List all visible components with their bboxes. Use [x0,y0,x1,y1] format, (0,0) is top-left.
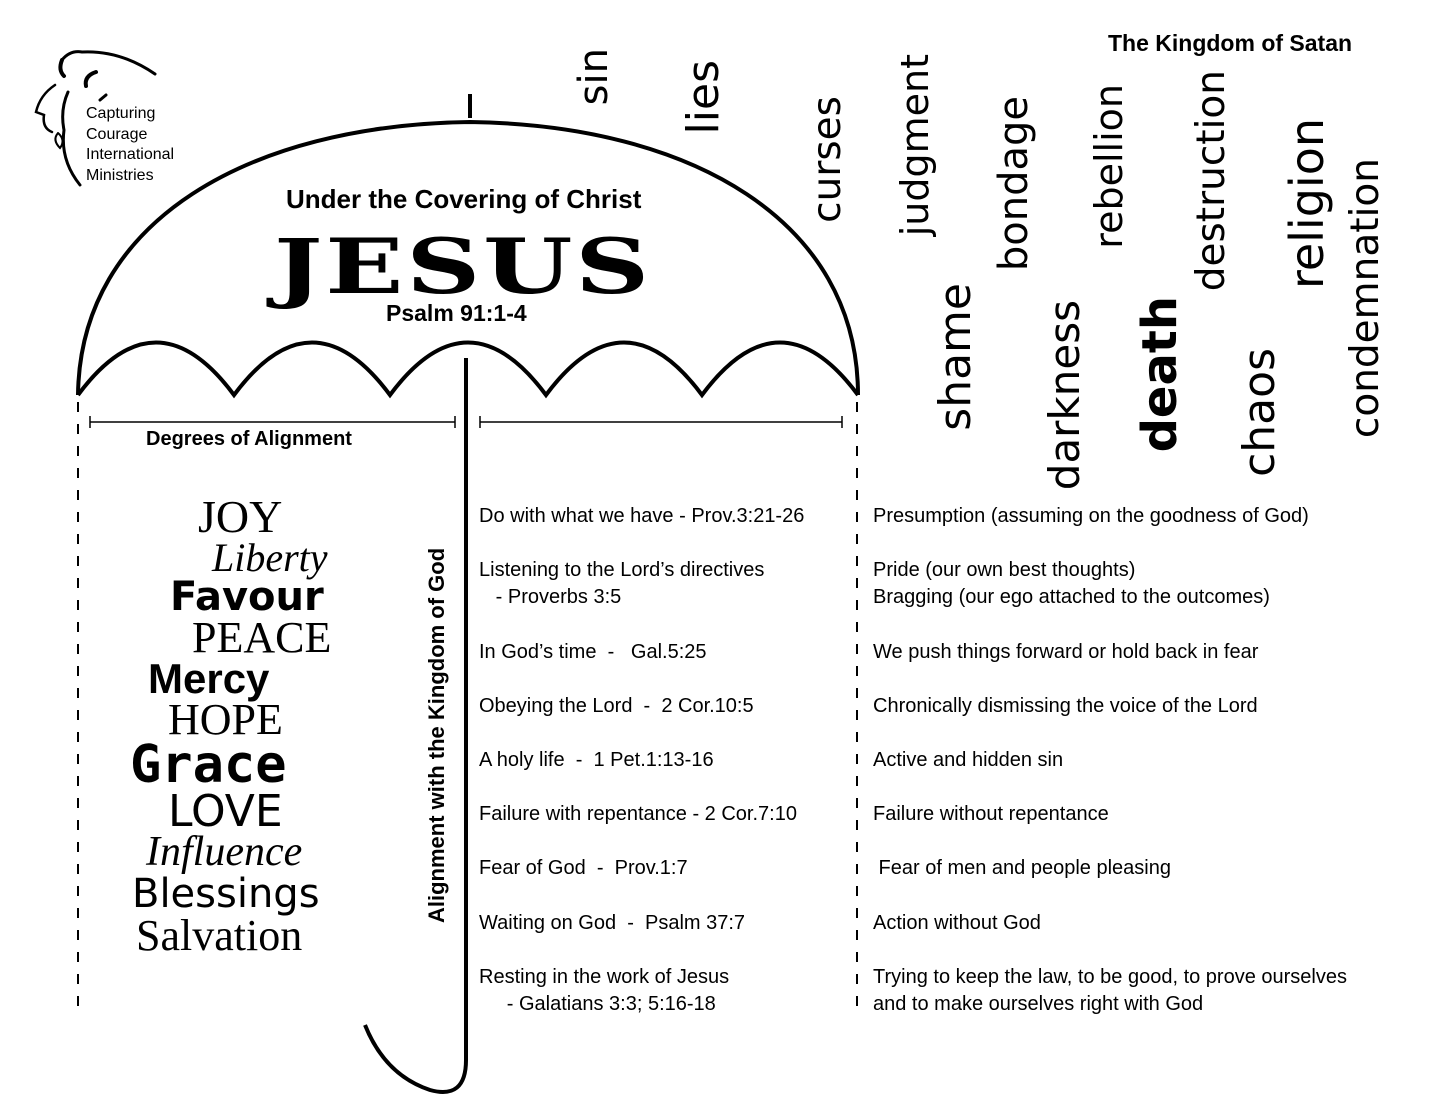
virtue-word: Liberty [212,535,328,580]
satan-word: lies [678,60,729,135]
umbrella-canopy [76,119,860,396]
satan-word: death [1132,296,1188,453]
alignment-label: Alignment with the Kingdom of God [424,547,449,923]
virtue-word: Blessings [132,871,320,917]
virtue-word: Mercy [148,655,270,702]
virtue-word: JOY [198,491,283,542]
umbrella-title: JESUS [274,222,652,311]
virtue-word: Salvation [136,911,303,960]
misalignment-row-right: Active and hidden sin [873,749,1064,771]
virtue-word: LOVE [168,786,283,837]
satan-word: bondage [991,96,1037,272]
alignment-row-left: Failure with repentance - 2 Cor.7:10 [479,803,797,825]
brackets [89,416,843,428]
satan-word: curses [805,96,850,223]
satan-word: sin [571,48,617,106]
logo-line: Ministries [86,166,154,184]
degrees-of-alignment-label: Degrees of Alignment [146,428,352,450]
virtue-word: Favour [170,574,324,620]
misalignment-row-right: Failure without repentance [873,803,1109,825]
virtue-word: Grace [130,735,287,795]
satan-word: rebellion [1087,84,1131,249]
misalignment-row-right: Fear of men and people pleasing [873,857,1171,879]
misalignment-row-right: We push things forward or hold back in f… [873,641,1259,663]
misalignment-row-right: Trying to keep the law, to be good, to p… [873,966,1347,1015]
satan-word: condemnation [1343,158,1388,439]
alignment-row-left: Do with what we have - Prov.3:21-26 [479,505,805,527]
lion-logo-icon [34,50,157,187]
alignment-row-left: In God’s time - Gal.5:25 [479,641,707,663]
umbrella-verse: Psalm 91:1-4 [386,300,527,326]
alignment-row-left: Obeying the Lord - 2 Cor.10:5 [479,695,754,717]
alignment-row-left: Listening to the Lord’s directives - Pro… [479,559,765,608]
virtue-word: HOPE [168,695,283,744]
alignment-row-left: Fear of God - Prov.1:7 [479,857,688,879]
satan-word: destruction [1189,70,1234,292]
logo-text: Capturing Courage International Ministri… [86,104,174,186]
kingdom-of-satan-title: The Kingdom of Satan [1108,30,1353,56]
satan-word: religion [1280,118,1334,290]
umbrella-scallops [76,340,860,399]
virtue-word: Influence [146,829,303,875]
misalignment-row-right: Action without God [873,912,1041,934]
satan-word: judgment [893,54,937,237]
satan-word: darkness [1040,300,1089,491]
satan-word: shame [930,283,981,431]
logo-line: Capturing [86,105,156,122]
misalignment-row-right: Chronically dismissing the voice of the … [873,695,1258,717]
alignment-row-left: A holy life - 1 Pet.1:13-16 [479,749,714,771]
umbrella-handle [363,358,468,1094]
satan-word: chaos [1234,348,1285,477]
umbrella-subtitle: Under the Covering of Christ [286,184,642,214]
virtue-word: PEACE [192,613,332,662]
logo-line: Courage [86,125,148,143]
logo-line: International [86,146,175,163]
alignment-row-left: Resting in the work of Jesus - Galatians… [479,966,730,1015]
misalignment-row-right: Presumption (assuming on the goodness of… [873,505,1309,527]
alignment-row-left: Waiting on God - Psalm 37:7 [479,912,746,934]
misalignment-row-right: Pride (our own best thoughts) Bragging (… [873,559,1270,608]
